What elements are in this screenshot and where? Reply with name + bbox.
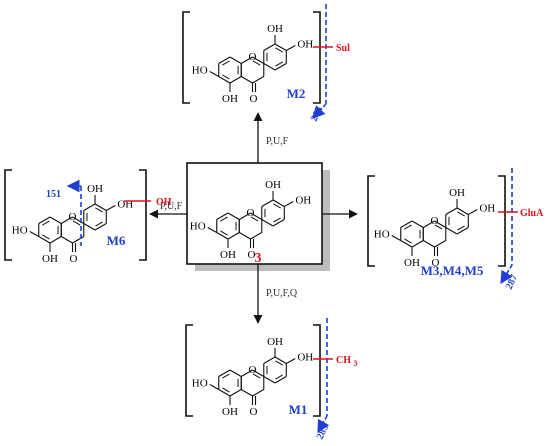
ho-7: HO (192, 65, 208, 77)
m1-substituent: CH 3 (336, 355, 358, 368)
product-top: O O HO OH OH OH Sul 285 M2 (182, 4, 350, 123)
carbonyl-oxygen: O (250, 406, 258, 418)
m1-structure: O O HO OH OH OH (192, 336, 313, 418)
oh-4p: OH (297, 39, 313, 51)
oh-3p: OH (87, 183, 103, 195)
m6-fragment: 151 (46, 189, 61, 200)
m2-substituent: Sul (336, 43, 350, 54)
oh-4p: OH (297, 352, 313, 364)
carbonyl-oxygen: O (250, 93, 258, 105)
carbonyl-oxygen: O (70, 253, 78, 265)
oh-5: OH (222, 93, 238, 105)
ring-oxygen: O (249, 364, 257, 376)
m2-label: M2 (287, 86, 306, 101)
m2-structure: O O HO OH OH OH (192, 23, 313, 105)
center-compound (186, 162, 330, 271)
ho-7: HO (12, 225, 28, 237)
m6-substituent: OH (156, 197, 172, 208)
oh-3p: OH (449, 187, 465, 199)
oh-5: OH (42, 253, 58, 265)
oh-5: OH (222, 406, 238, 418)
m6-label: M6 (107, 233, 126, 248)
m1-fragment: 285 (315, 423, 331, 441)
conditions-top: P,U,F (266, 136, 289, 147)
oh-4p: OH (479, 203, 495, 215)
oh-3p: OH (267, 336, 283, 348)
m1-substituent-main: CH (336, 355, 351, 366)
ring-oxygen: O (69, 211, 77, 223)
product-bottom: O O HO OH OH OH CH 3 285 M1 (185, 318, 358, 441)
ho-7: HO (374, 229, 390, 241)
oh-3p: OH (267, 23, 283, 35)
oh-5: OH (220, 249, 236, 261)
reaction-arrows (149, 112, 358, 324)
oh-4p: OH (295, 195, 311, 207)
ho-7: HO (190, 221, 206, 233)
m1-substituent-subscript: 3 (354, 359, 358, 368)
ho-7: HO (192, 378, 208, 390)
m345-label: M3,M4,M5 (421, 263, 484, 278)
m1-label: M1 (289, 402, 308, 417)
carbonyl-oxygen: O (432, 257, 440, 269)
conditions-bottom: P,U,F,Q (266, 288, 298, 299)
conditions-left: P,U,F (160, 201, 183, 212)
center-label: 3 (255, 251, 262, 266)
oh-3p: OH (265, 179, 281, 191)
oh-5: OH (404, 257, 420, 269)
ring-oxygen: O (247, 207, 255, 219)
ring-oxygen: O (249, 51, 257, 63)
m345-substituent: GluA (520, 208, 544, 219)
ring-oxygen: O (431, 215, 439, 227)
m345-structure: O O HO OH OH OH (374, 187, 495, 269)
center-structure: O O HO OH OH OH (190, 179, 311, 261)
m2-fragment: 285 (309, 105, 325, 123)
carbonyl-oxygen: O (248, 249, 256, 261)
